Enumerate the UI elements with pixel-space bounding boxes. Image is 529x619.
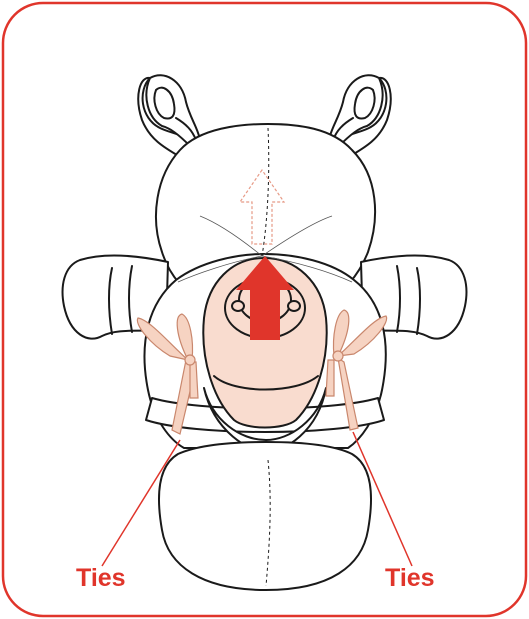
tie-label-left: Ties <box>76 564 126 592</box>
hood <box>159 442 371 590</box>
left-ear <box>232 301 244 311</box>
right-ear <box>288 301 300 311</box>
tie-label-right: Ties <box>385 564 435 592</box>
